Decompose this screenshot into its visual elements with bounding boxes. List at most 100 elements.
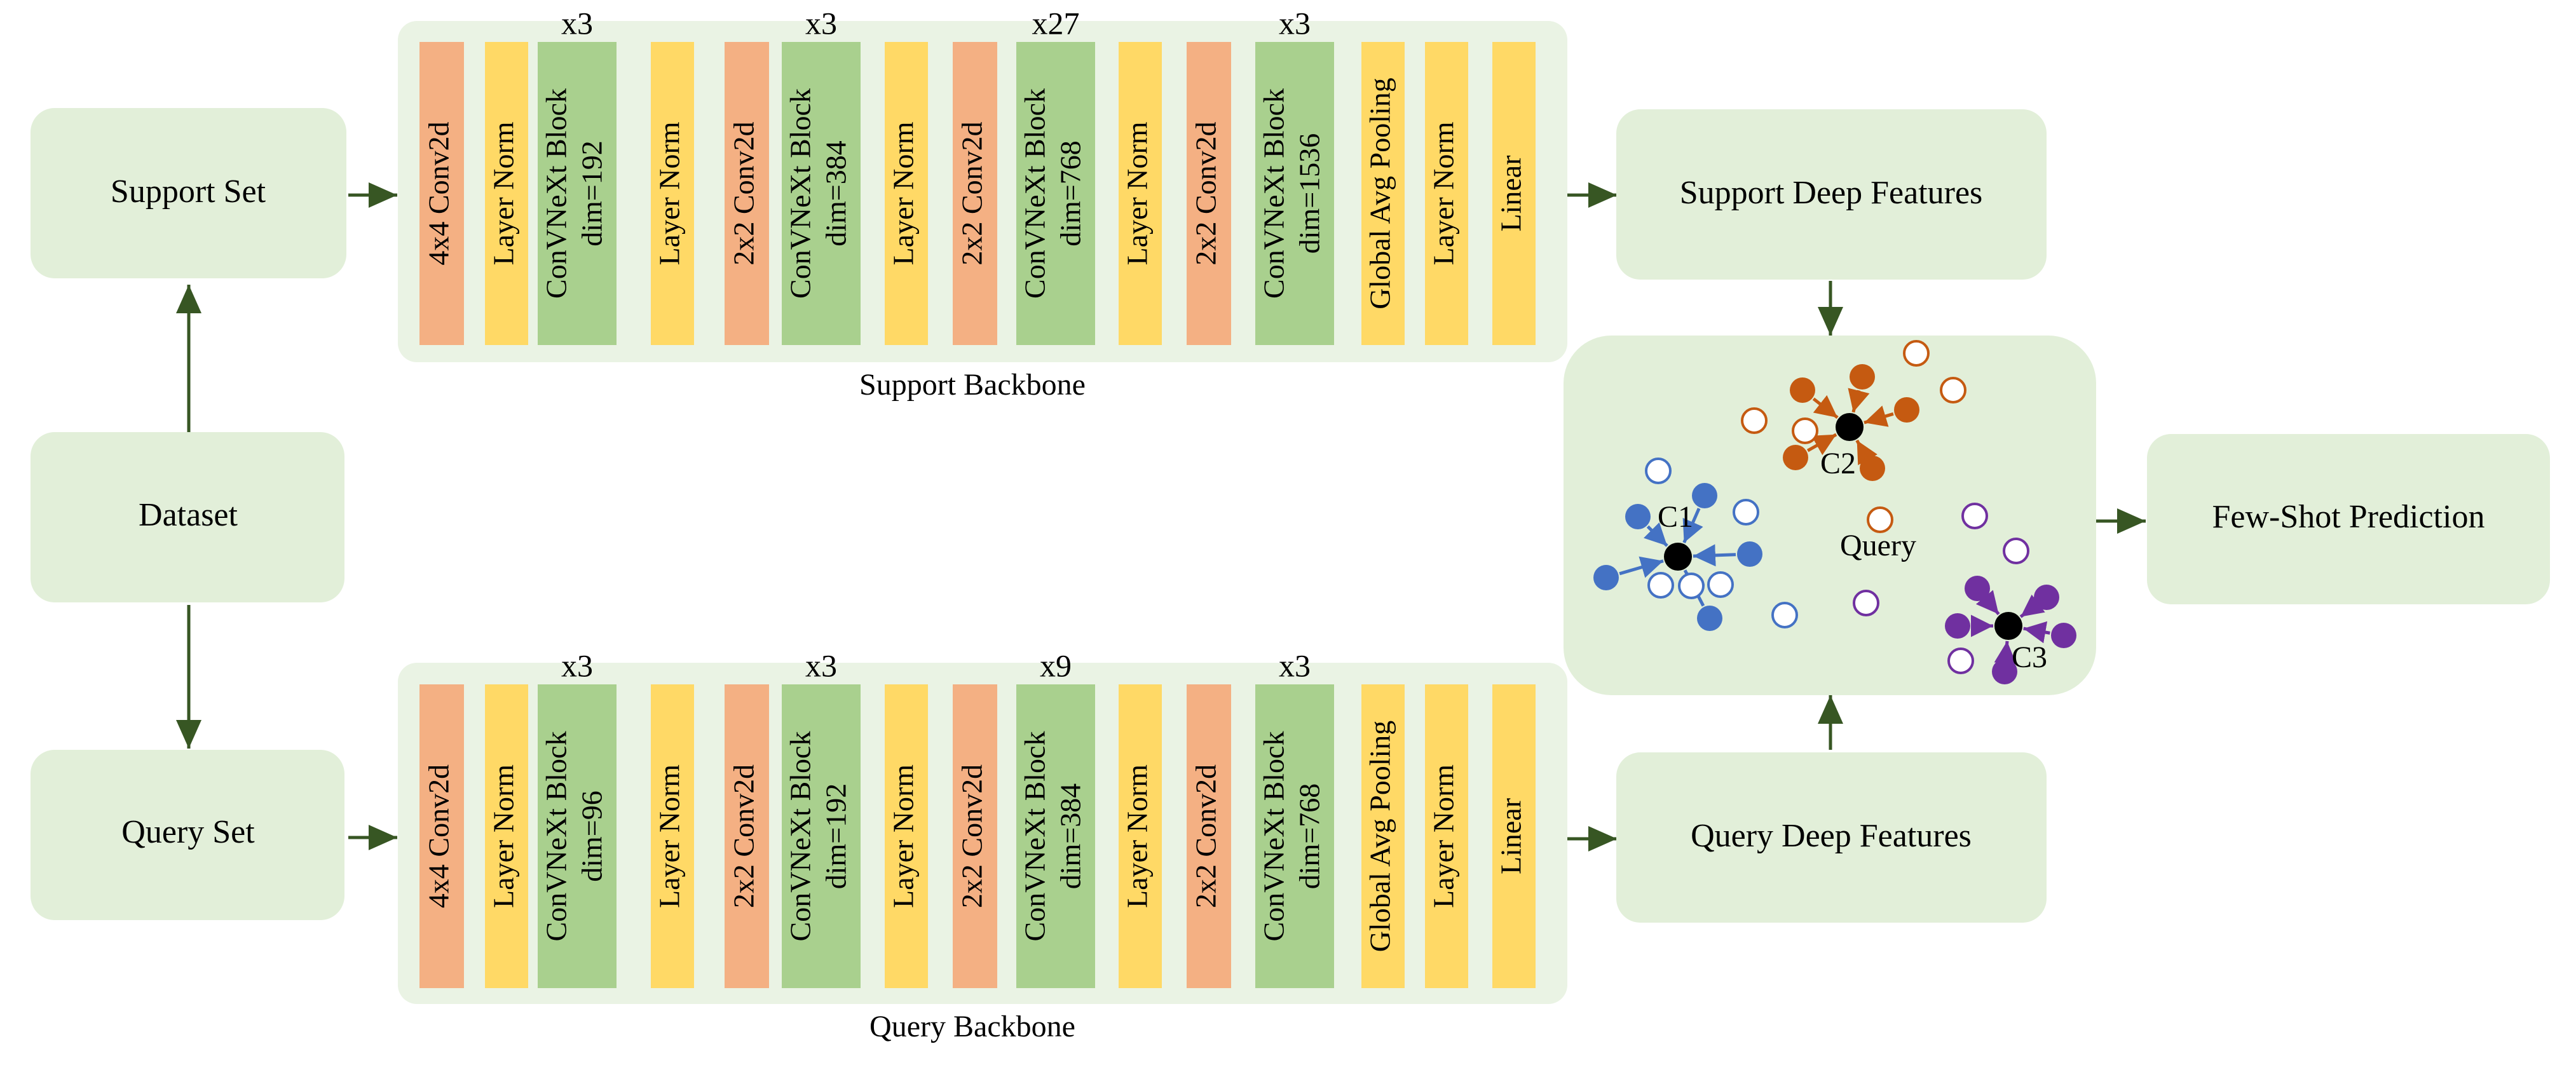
support-to-prototype-arrow xyxy=(1848,388,1870,413)
layer-label: Layer Norm xyxy=(1428,121,1460,265)
layer-label-line: Layer Norm xyxy=(653,121,686,265)
support-set-node: Support Set xyxy=(31,108,346,278)
query-features-label: Query Deep Features xyxy=(1691,818,1972,854)
layer-label: Layer Norm xyxy=(653,764,686,908)
query-sample-point xyxy=(1961,503,1988,529)
repeat-count-label: x3 xyxy=(805,5,837,41)
norm-layer-box xyxy=(1119,42,1162,345)
support-backbone-caption: Support Backbone xyxy=(859,368,1086,402)
conv-layer-box xyxy=(725,684,769,988)
norm-layer-box xyxy=(885,42,928,345)
support-sample-point xyxy=(1945,613,1970,639)
layer-label: 4x4 Conv2d xyxy=(423,764,455,908)
support-to-prototype-arrow xyxy=(2019,594,2045,618)
layer-10: Layer Norm xyxy=(1119,42,1162,345)
layer-8: 2x2 Conv2d xyxy=(953,42,997,345)
dataset-box xyxy=(31,432,344,602)
norm-layer-box xyxy=(651,684,694,988)
query-sample-point xyxy=(1707,571,1734,598)
layer-5: 2x2 Conv2d xyxy=(725,684,769,988)
support-sample-point xyxy=(1737,541,1762,567)
support-sample-point xyxy=(1894,397,1919,423)
query-point-label: Query xyxy=(1840,529,1916,562)
block-layer-box xyxy=(538,684,617,988)
dataset-label: Dataset xyxy=(139,497,238,533)
query-sample-point xyxy=(1645,458,1672,484)
query-sample-point xyxy=(1741,407,1768,434)
layer-label-line: 2x2 Conv2d xyxy=(1190,121,1222,265)
layer-label: Layer Norm xyxy=(653,121,686,265)
class-prototype-point xyxy=(1664,543,1692,571)
support-sample-point xyxy=(1625,504,1651,529)
query-sample-point xyxy=(1733,499,1759,526)
layer-label-line: dim=192 xyxy=(820,783,852,890)
query-backbone-caption: Query Backbone xyxy=(869,1010,1075,1043)
layer-label: 2x2 Conv2d xyxy=(956,121,988,265)
layer-label-line: 4x4 Conv2d xyxy=(423,121,455,265)
layer-label-line: 2x2 Conv2d xyxy=(1190,764,1222,908)
conv-layer-box xyxy=(953,684,997,988)
query-set-node: Query Set xyxy=(31,750,344,920)
support-sample-point xyxy=(1593,565,1619,590)
support-sample-point xyxy=(1850,364,1875,390)
layer-label: 2x2 Conv2d xyxy=(956,764,988,908)
prediction-box xyxy=(2147,434,2550,604)
layer-label: Layer Norm xyxy=(887,121,920,265)
layer-label-line: Layer Norm xyxy=(1428,764,1460,908)
repeat-count-label: x3 xyxy=(1279,5,1311,41)
layer-label: Layer Norm xyxy=(487,121,520,265)
support-sample-point xyxy=(1860,456,1885,481)
support-to-prototype-arrow xyxy=(1682,508,1703,544)
layer-label: Layer Norm xyxy=(1121,121,1154,265)
layer-label-line: dim=768 xyxy=(1293,783,1326,890)
layer-14: Layer Norm xyxy=(1425,684,1468,988)
layer-label-line: ConVNeXt Block xyxy=(1019,731,1051,942)
layer-7: Layer Norm xyxy=(885,42,928,345)
unlabeled-query-points xyxy=(1645,340,2029,628)
layer-label-line: Global Avg Pooling xyxy=(1364,78,1396,309)
query-sample-point xyxy=(1867,506,1893,533)
layer-label-line: dim=384 xyxy=(1054,783,1087,890)
layer-15: Linear xyxy=(1492,42,1536,345)
cluster-panel-box xyxy=(1564,336,2096,695)
layer-label-line: dim=768 xyxy=(1054,140,1087,247)
support-sample-point xyxy=(1992,659,2017,684)
layer-label-line: Layer Norm xyxy=(887,121,920,265)
layer-11: 2x2 Conv2d xyxy=(1187,684,1231,988)
support-features-box xyxy=(1616,109,2047,280)
layer-label: Layer Norm xyxy=(887,764,920,908)
layer-2: Layer Norm xyxy=(485,42,528,345)
norm-layer-box xyxy=(1119,684,1162,988)
layer-label: Layer Norm xyxy=(1121,764,1154,908)
block-layer-box xyxy=(782,684,861,988)
layer-1: 4x4 Conv2d xyxy=(419,684,464,988)
layer-10: Layer Norm xyxy=(1119,684,1162,988)
query-set-box xyxy=(31,750,344,920)
layer-label: 2x2 Conv2d xyxy=(1190,121,1222,265)
layer-label-line: dim=1536 xyxy=(1293,133,1326,254)
query-sample-point xyxy=(1947,648,1974,674)
support-to-prototype-arrow xyxy=(1855,439,1877,466)
repeat-count-label: x3 xyxy=(561,5,593,41)
support-features-label: Support Deep Features xyxy=(1680,175,1983,211)
query-sample-point xyxy=(1792,417,1818,444)
norm-layer-box xyxy=(1492,42,1536,345)
center-label-c3: C3 xyxy=(2012,641,2047,674)
class-prototype-point xyxy=(1994,612,2022,640)
support-sample-point xyxy=(1697,606,1722,631)
layer-label-line: ConVNeXt Block xyxy=(784,88,817,299)
block-layer-box xyxy=(1016,42,1095,345)
repeat-count-label: x27 xyxy=(1032,5,1080,41)
query-sample-point xyxy=(2003,538,2029,564)
